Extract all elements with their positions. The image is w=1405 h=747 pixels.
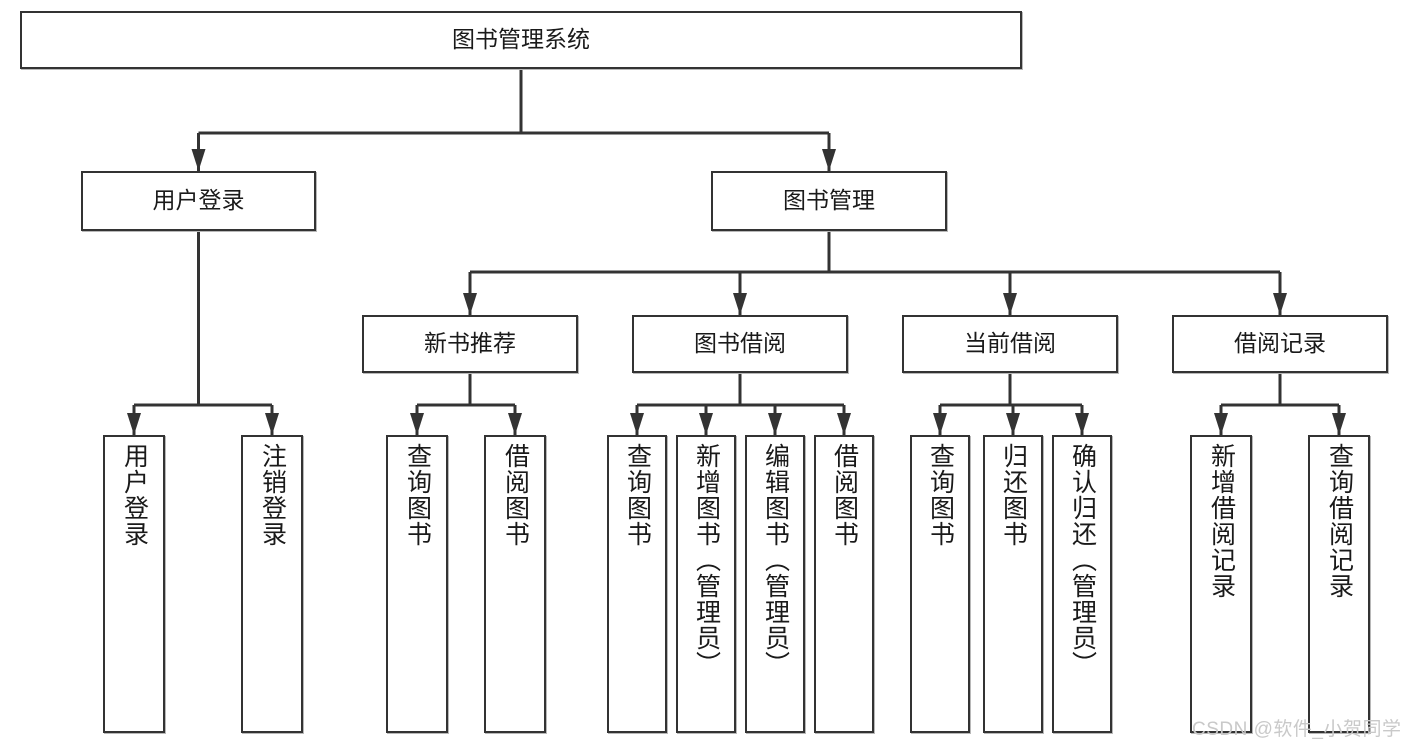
node-leaf-query-book-2[interactable]: 查询图书 [607,435,667,733]
node-label: 归还图书 [999,443,1028,547]
node-label: 当前借阅 [964,330,1056,357]
arrow-icon-leaf-query-book-3 [933,413,947,435]
node-leaf-add-book[interactable]: 新增图书（管理员） [676,435,736,733]
arrow-icon-leaf-query-book-2 [630,413,644,435]
node-label: 查询图书 [403,443,432,547]
node-leaf-user-logout[interactable]: 注销登录 [241,435,303,733]
arrow-icon-bookmgmt [822,149,836,171]
node-records[interactable]: 借阅记录 [1172,315,1388,373]
arrow-icon-leaf-add-record [1214,413,1228,435]
node-leaf-borrow-book-2[interactable]: 借阅图书 [814,435,874,733]
arrow-icon-leaf-edit-book [768,413,782,435]
node-label: 图书借阅 [694,330,786,357]
node-label: 新书推荐 [424,330,516,357]
arrow-icon-leaf-query-book-1 [410,413,424,435]
node-label: 注销登录 [258,443,287,547]
node-label: 查询图书 [926,443,955,547]
node-label: 确认归还（管理员） [1068,443,1097,677]
node-label: 编辑图书（管理员） [761,443,790,677]
node-leaf-query-book-1[interactable]: 查询图书 [386,435,448,733]
node-leaf-add-record[interactable]: 新增借阅记录 [1190,435,1252,733]
node-label: 图书管理 [783,187,875,214]
node-label: 新增图书（管理员） [692,443,721,677]
node-bookmgmt[interactable]: 图书管理 [711,171,947,231]
node-borrow[interactable]: 图书借阅 [632,315,848,373]
node-label: 借阅图书 [830,443,859,547]
node-label: 借阅图书 [501,443,530,547]
arrow-icon-leaf-return-book [1006,413,1020,435]
arrow-icon-leaf-user-login [127,413,141,435]
node-current[interactable]: 当前借阅 [902,315,1118,373]
node-leaf-edit-book[interactable]: 编辑图书（管理员） [745,435,805,733]
arrow-icon-current [1003,293,1017,315]
arrow-icon-newbook [463,293,477,315]
node-leaf-query-book-3[interactable]: 查询图书 [910,435,970,733]
arrow-icon-login [191,149,206,171]
arrow-icon-leaf-confirm-return [1075,413,1089,435]
arrow-icon-records [1273,293,1287,315]
node-label: 查询借阅记录 [1325,443,1354,599]
node-leaf-query-record[interactable]: 查询借阅记录 [1308,435,1370,733]
arrow-icon-leaf-add-book [699,413,713,435]
arrow-icon-leaf-query-record [1332,413,1346,435]
arrow-icon-borrow [733,293,747,315]
node-root[interactable]: 图书管理系统 [20,11,1022,69]
node-leaf-borrow-book-1[interactable]: 借阅图书 [484,435,546,733]
node-login[interactable]: 用户登录 [81,171,316,231]
arrow-icon-leaf-borrow-book-1 [508,413,522,435]
node-leaf-confirm-return[interactable]: 确认归还（管理员） [1052,435,1112,733]
node-label: 查询图书 [623,443,652,547]
arrow-icon-leaf-user-logout [265,413,279,435]
node-label: 图书管理系统 [452,26,590,53]
node-label: 用户登录 [120,443,149,547]
node-leaf-user-login[interactable]: 用户登录 [103,435,165,733]
node-leaf-return-book[interactable]: 归还图书 [983,435,1043,733]
node-label: 借阅记录 [1234,330,1326,357]
node-label: 新增借阅记录 [1207,443,1236,599]
arrow-icon-leaf-borrow-book-2 [837,413,851,435]
node-newbook[interactable]: 新书推荐 [362,315,578,373]
node-label: 用户登录 [152,187,245,214]
